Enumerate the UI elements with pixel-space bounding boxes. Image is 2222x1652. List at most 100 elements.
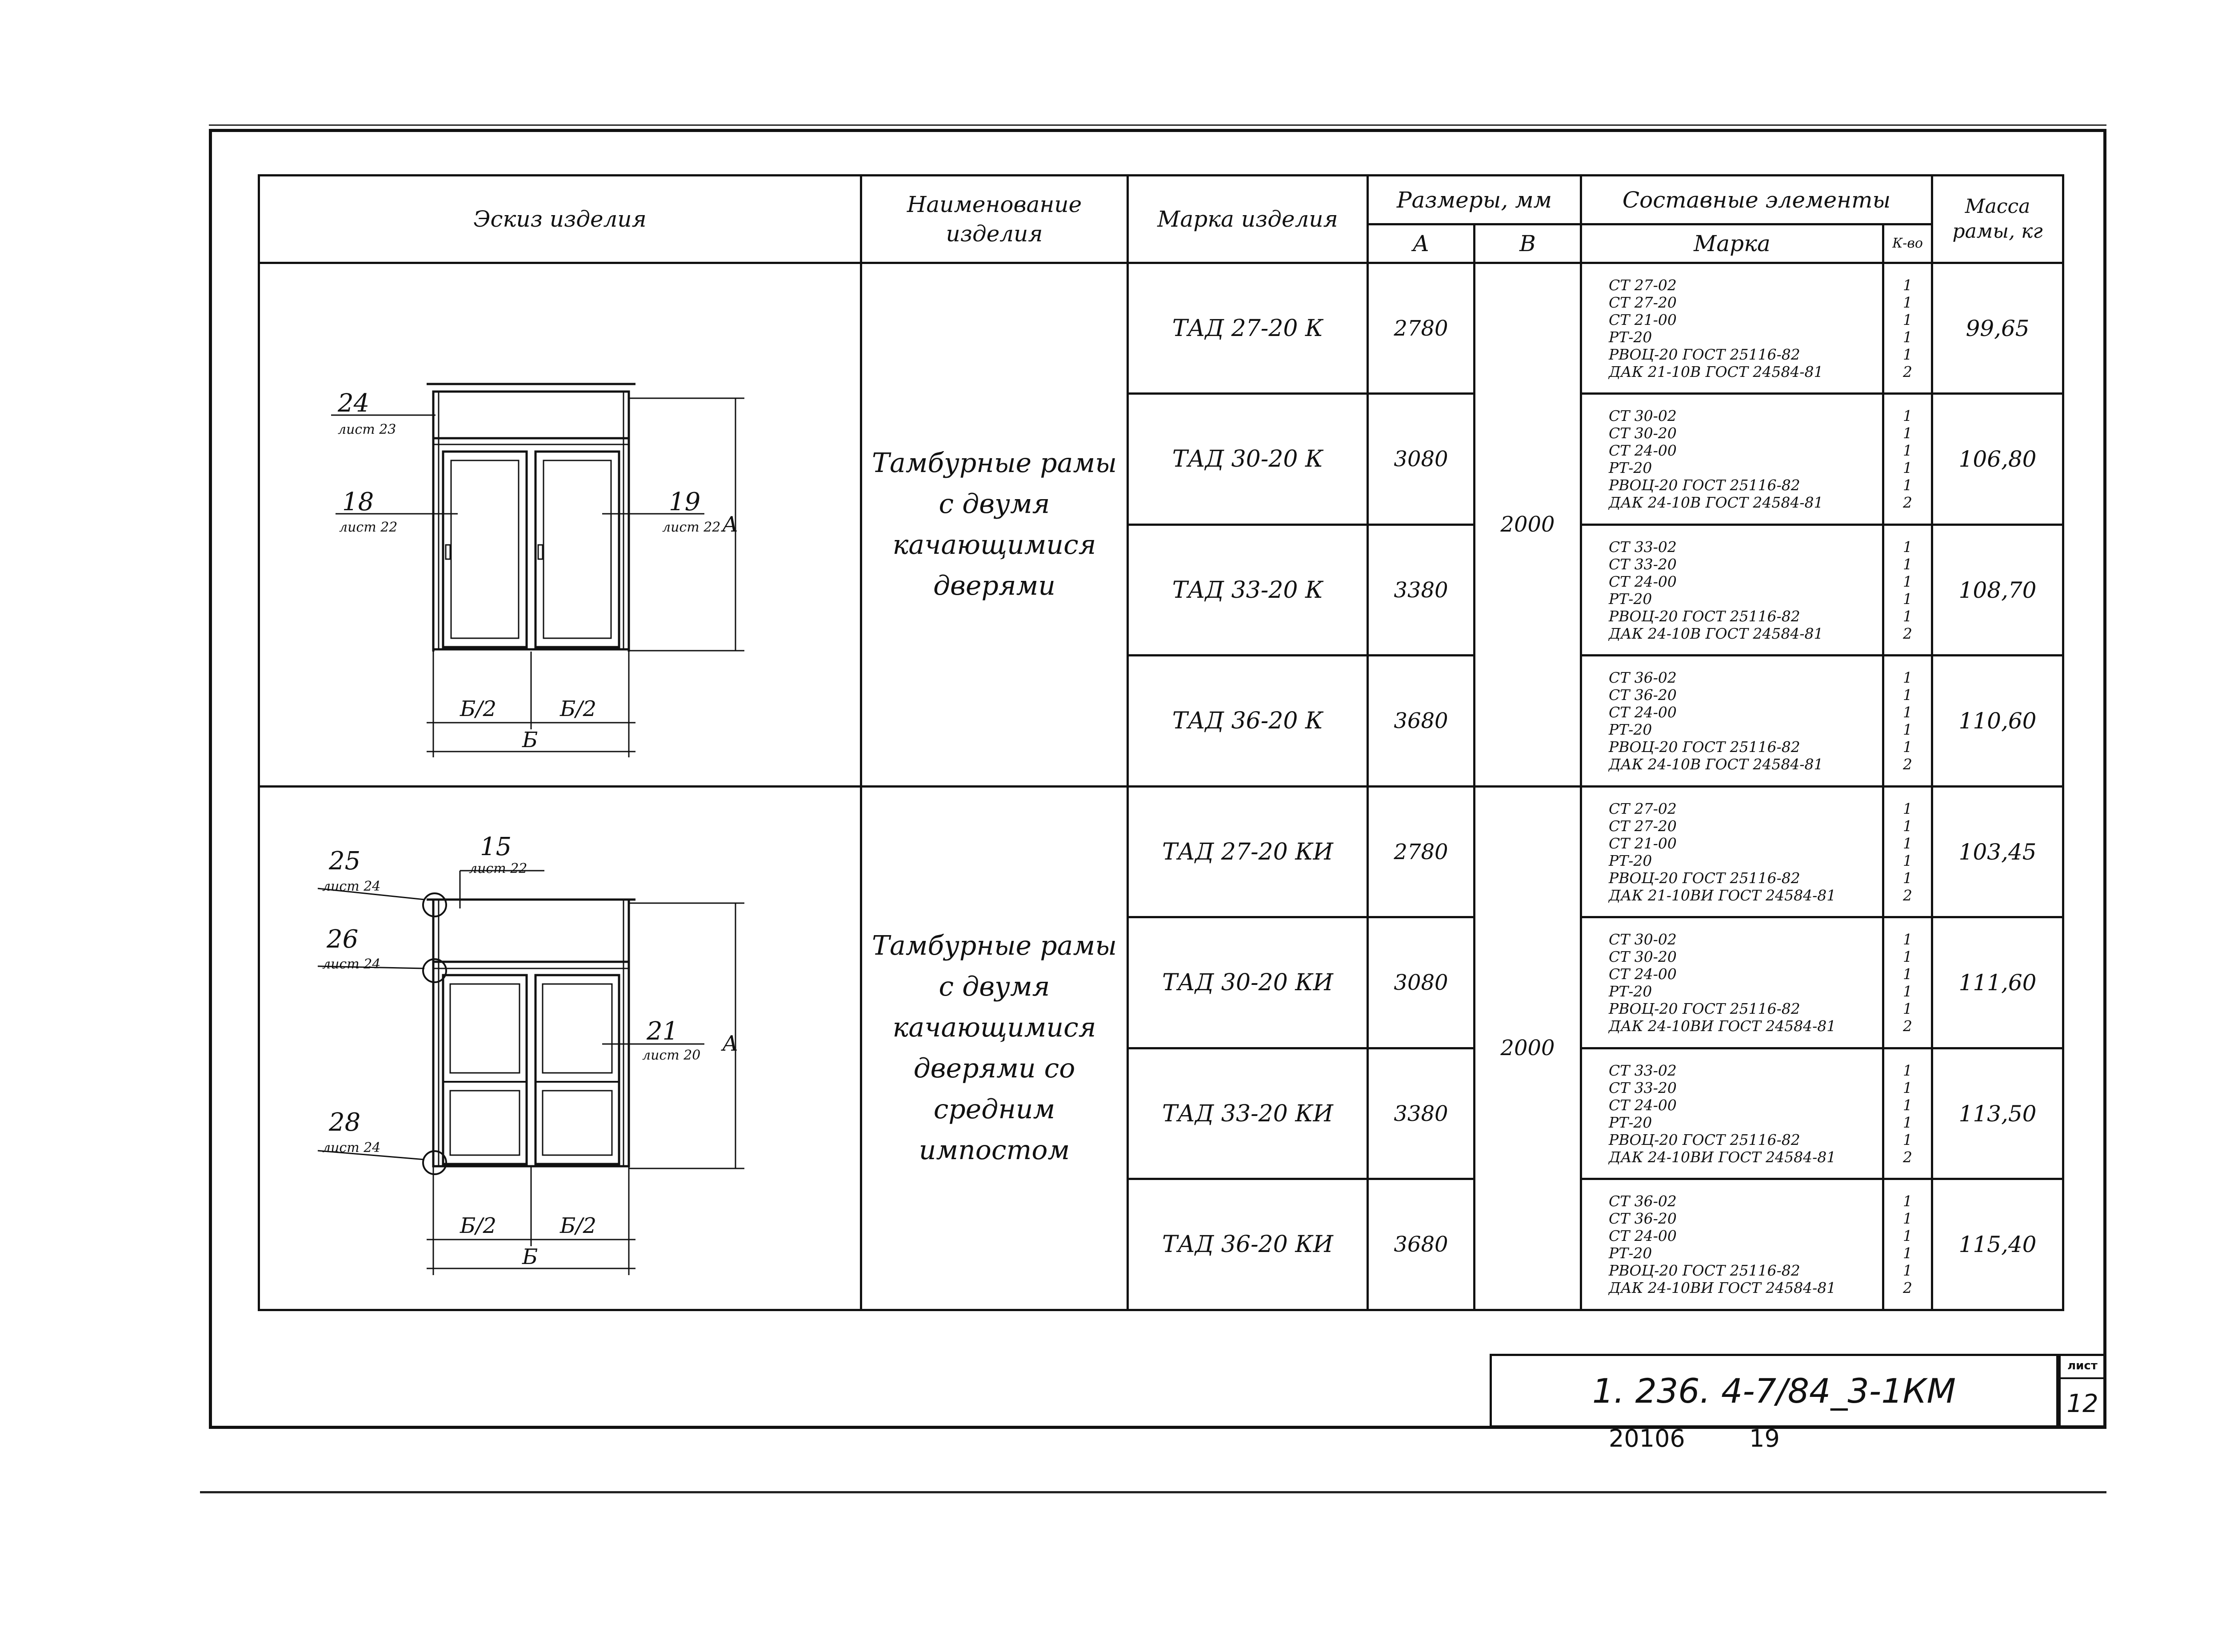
component-item: СТ 24-00 <box>1609 704 1677 721</box>
product-name-group-1: Тамбурные рамы с двумя качающимися дверя… <box>860 261 1129 788</box>
product-mark: ТАД 36-20 КИ <box>1127 1178 1369 1311</box>
component-item: СТ 36-20 <box>1609 1210 1677 1228</box>
component-item: СТ 27-20 <box>1609 817 1677 835</box>
callout-18-sheet: лист 22 <box>339 520 397 535</box>
components-list: СТ 36-02 СТ 36-20 СТ 24-00 РТ-20 РВОЦ-20… <box>1580 654 1885 788</box>
dim-b-value-group-1: 2000 <box>1473 261 1583 788</box>
component-item: РТ-20 <box>1609 721 1652 739</box>
table-row: ТАД 33-20 КИ 3380 СТ 33-02 СТ 33-20 СТ 2… <box>259 1047 2065 1180</box>
component-item: ДАК 21-10В ГОСТ 24584-81 <box>1609 363 1823 380</box>
table-row: ТАД 36-20 КИ 3680 СТ 36-02 СТ 36-20 СТ 2… <box>259 1178 2065 1311</box>
component-qty: 2 <box>1903 1148 1913 1166</box>
drawing-code: 1. 236. 4-7/84_3-1КМ <box>1490 1354 2058 1428</box>
product-mark: ТАД 36-20 К <box>1127 654 1369 788</box>
component-qty: 2 <box>1903 886 1913 904</box>
product-mark: ТАД 27-20 КИ <box>1127 785 1369 919</box>
archive-stamp: 20106 19 <box>1609 1424 1780 1452</box>
dim-b-value-group-2: 2000 <box>1473 785 1583 1312</box>
sheet-number: 12 <box>2066 1389 2098 1418</box>
mass-value: 110,60 <box>1931 654 2065 788</box>
component-qty: 1 <box>1903 1113 1913 1131</box>
component-qty: 1 <box>1903 948 1913 966</box>
component-qty: 1 <box>1903 931 1913 948</box>
callout-19-sheet: лист 22 <box>662 520 720 535</box>
table-row: ТАД 30-20 К 3080 СТ 30-02 СТ 30-20 СТ 24… <box>259 392 2065 526</box>
product-mark: ТАД 30-20 КИ <box>1127 916 1369 1049</box>
product-mark: ТАД 30-20 К <box>1127 392 1369 526</box>
callout-26-sheet: лист 24 <box>322 956 380 972</box>
drawing-frame <box>209 129 2106 1429</box>
header-mass: Масса рамы, кг <box>1931 174 2065 264</box>
component-item: СТ 33-20 <box>1609 1079 1677 1096</box>
bottom-trim-line <box>200 1491 2106 1493</box>
component-qty-list: 1 1 1 1 1 2 <box>1882 523 1934 657</box>
component-qty: 1 <box>1903 834 1913 852</box>
component-qty-list: 1 1 1 1 1 2 <box>1882 916 1934 1049</box>
components-list: СТ 27-02 СТ 27-20 СТ 21-00 РТ-20 РВОЦ-20… <box>1580 261 1885 395</box>
callout-26: 26 <box>326 925 358 954</box>
components-list: СТ 33-02 СТ 33-20 СТ 24-00 РТ-20 РВОЦ-20… <box>1580 523 1885 657</box>
dim-a-value: 3680 <box>1367 654 1475 788</box>
components-list: СТ 30-02 СТ 30-20 СТ 24-00 РТ-20 РВОЦ-20… <box>1580 916 1885 1049</box>
component-item: СТ 24-00 <box>1609 572 1677 590</box>
component-item: РВОЦ-20 ГОСТ 25116-82 <box>1609 738 1800 756</box>
dim-half-1: Б/2 <box>460 1213 496 1238</box>
component-item: СТ 36-02 <box>1609 669 1677 687</box>
component-qty: 1 <box>1903 311 1913 328</box>
component-item: РВОЦ-20 ГОСТ 25116-82 <box>1609 1000 1800 1018</box>
dim-a-value: 2780 <box>1367 785 1475 919</box>
component-item: РТ-20 <box>1609 983 1652 1000</box>
component-qty: 1 <box>1903 721 1913 739</box>
component-qty: 1 <box>1903 704 1913 721</box>
component-item: РВОЦ-20 ГОСТ 25116-82 <box>1609 869 1800 887</box>
components-list: СТ 36-02 СТ 36-20 СТ 24-00 РТ-20 РВОЦ-20… <box>1580 1178 1885 1311</box>
component-qty: 2 <box>1903 363 1913 380</box>
component-item: СТ 27-02 <box>1609 276 1677 294</box>
components-list: СТ 30-02 СТ 30-20 СТ 24-00 РТ-20 РВОЦ-20… <box>1580 392 1885 526</box>
component-item: РВОЦ-20 ГОСТ 25116-82 <box>1609 1131 1800 1148</box>
component-item: СТ 21-00 <box>1609 834 1677 852</box>
component-qty: 1 <box>1903 538 1913 556</box>
callout-24-sheet: лист 23 <box>338 422 396 437</box>
component-qty: 1 <box>1903 424 1913 442</box>
callout-19: 19 <box>669 488 700 516</box>
callout-18: 18 <box>342 488 374 516</box>
product-mark: ТАД 27-20 К <box>1127 261 1369 395</box>
sheet-label: лист <box>2061 1356 2104 1379</box>
component-qty: 1 <box>1903 572 1913 590</box>
component-item: СТ 24-00 <box>1609 442 1677 460</box>
component-item: РТ-20 <box>1609 590 1652 608</box>
dim-half-2: Б/2 <box>559 1213 596 1238</box>
component-item: ДАК 24-10ВИ ГОСТ 24584-81 <box>1609 1017 1836 1035</box>
components-list: СТ 33-02 СТ 33-20 СТ 24-00 РТ-20 РВОЦ-20… <box>1580 1047 1885 1180</box>
component-item: СТ 30-20 <box>1609 948 1677 966</box>
mass-value: 111,60 <box>1931 916 2065 1049</box>
component-qty-list: 1 1 1 1 1 2 <box>1882 261 1934 395</box>
callout-21: 21 <box>646 1017 678 1046</box>
component-item: ДАК 24-10В ГОСТ 24584-81 <box>1609 494 1823 512</box>
component-item: СТ 30-20 <box>1609 424 1677 442</box>
component-item: СТ 33-02 <box>1609 1061 1677 1079</box>
component-item: СТ 30-02 <box>1609 407 1677 425</box>
component-item: РВОЦ-20 ГОСТ 25116-82 <box>1609 345 1800 363</box>
component-qty: 2 <box>1903 494 1913 512</box>
component-qty: 1 <box>1903 1096 1913 1114</box>
component-qty: 2 <box>1903 1017 1913 1035</box>
callout-24: 24 <box>337 389 369 418</box>
dim-a-value: 3680 <box>1367 1178 1475 1311</box>
dim-a-value: 2780 <box>1367 261 1475 395</box>
dim-half-1: Б/2 <box>460 696 496 721</box>
component-qty: 1 <box>1903 293 1913 311</box>
component-item: СТ 24-00 <box>1609 965 1677 983</box>
component-item: СТ 27-20 <box>1609 293 1677 311</box>
dim-a-value: 3080 <box>1367 916 1475 1049</box>
sketch-cell-group-1: 24 лист 23 18 лист 22 19 лист 22 А Б/2 Б… <box>258 261 862 788</box>
component-item: РВОЦ-20 ГОСТ 25116-82 <box>1609 476 1800 494</box>
header-dim-b: В <box>1473 223 1583 264</box>
table-row: ТАД 30-20 КИ 3080 СТ 30-02 СТ 30-20 СТ 2… <box>259 916 2065 1049</box>
component-qty: 1 <box>1903 869 1913 887</box>
component-item: СТ 24-00 <box>1609 1227 1677 1245</box>
header-name: Наименование изделия <box>860 174 1129 264</box>
component-qty: 1 <box>1903 1244 1913 1262</box>
header-components: Составные элементы <box>1580 174 1934 226</box>
